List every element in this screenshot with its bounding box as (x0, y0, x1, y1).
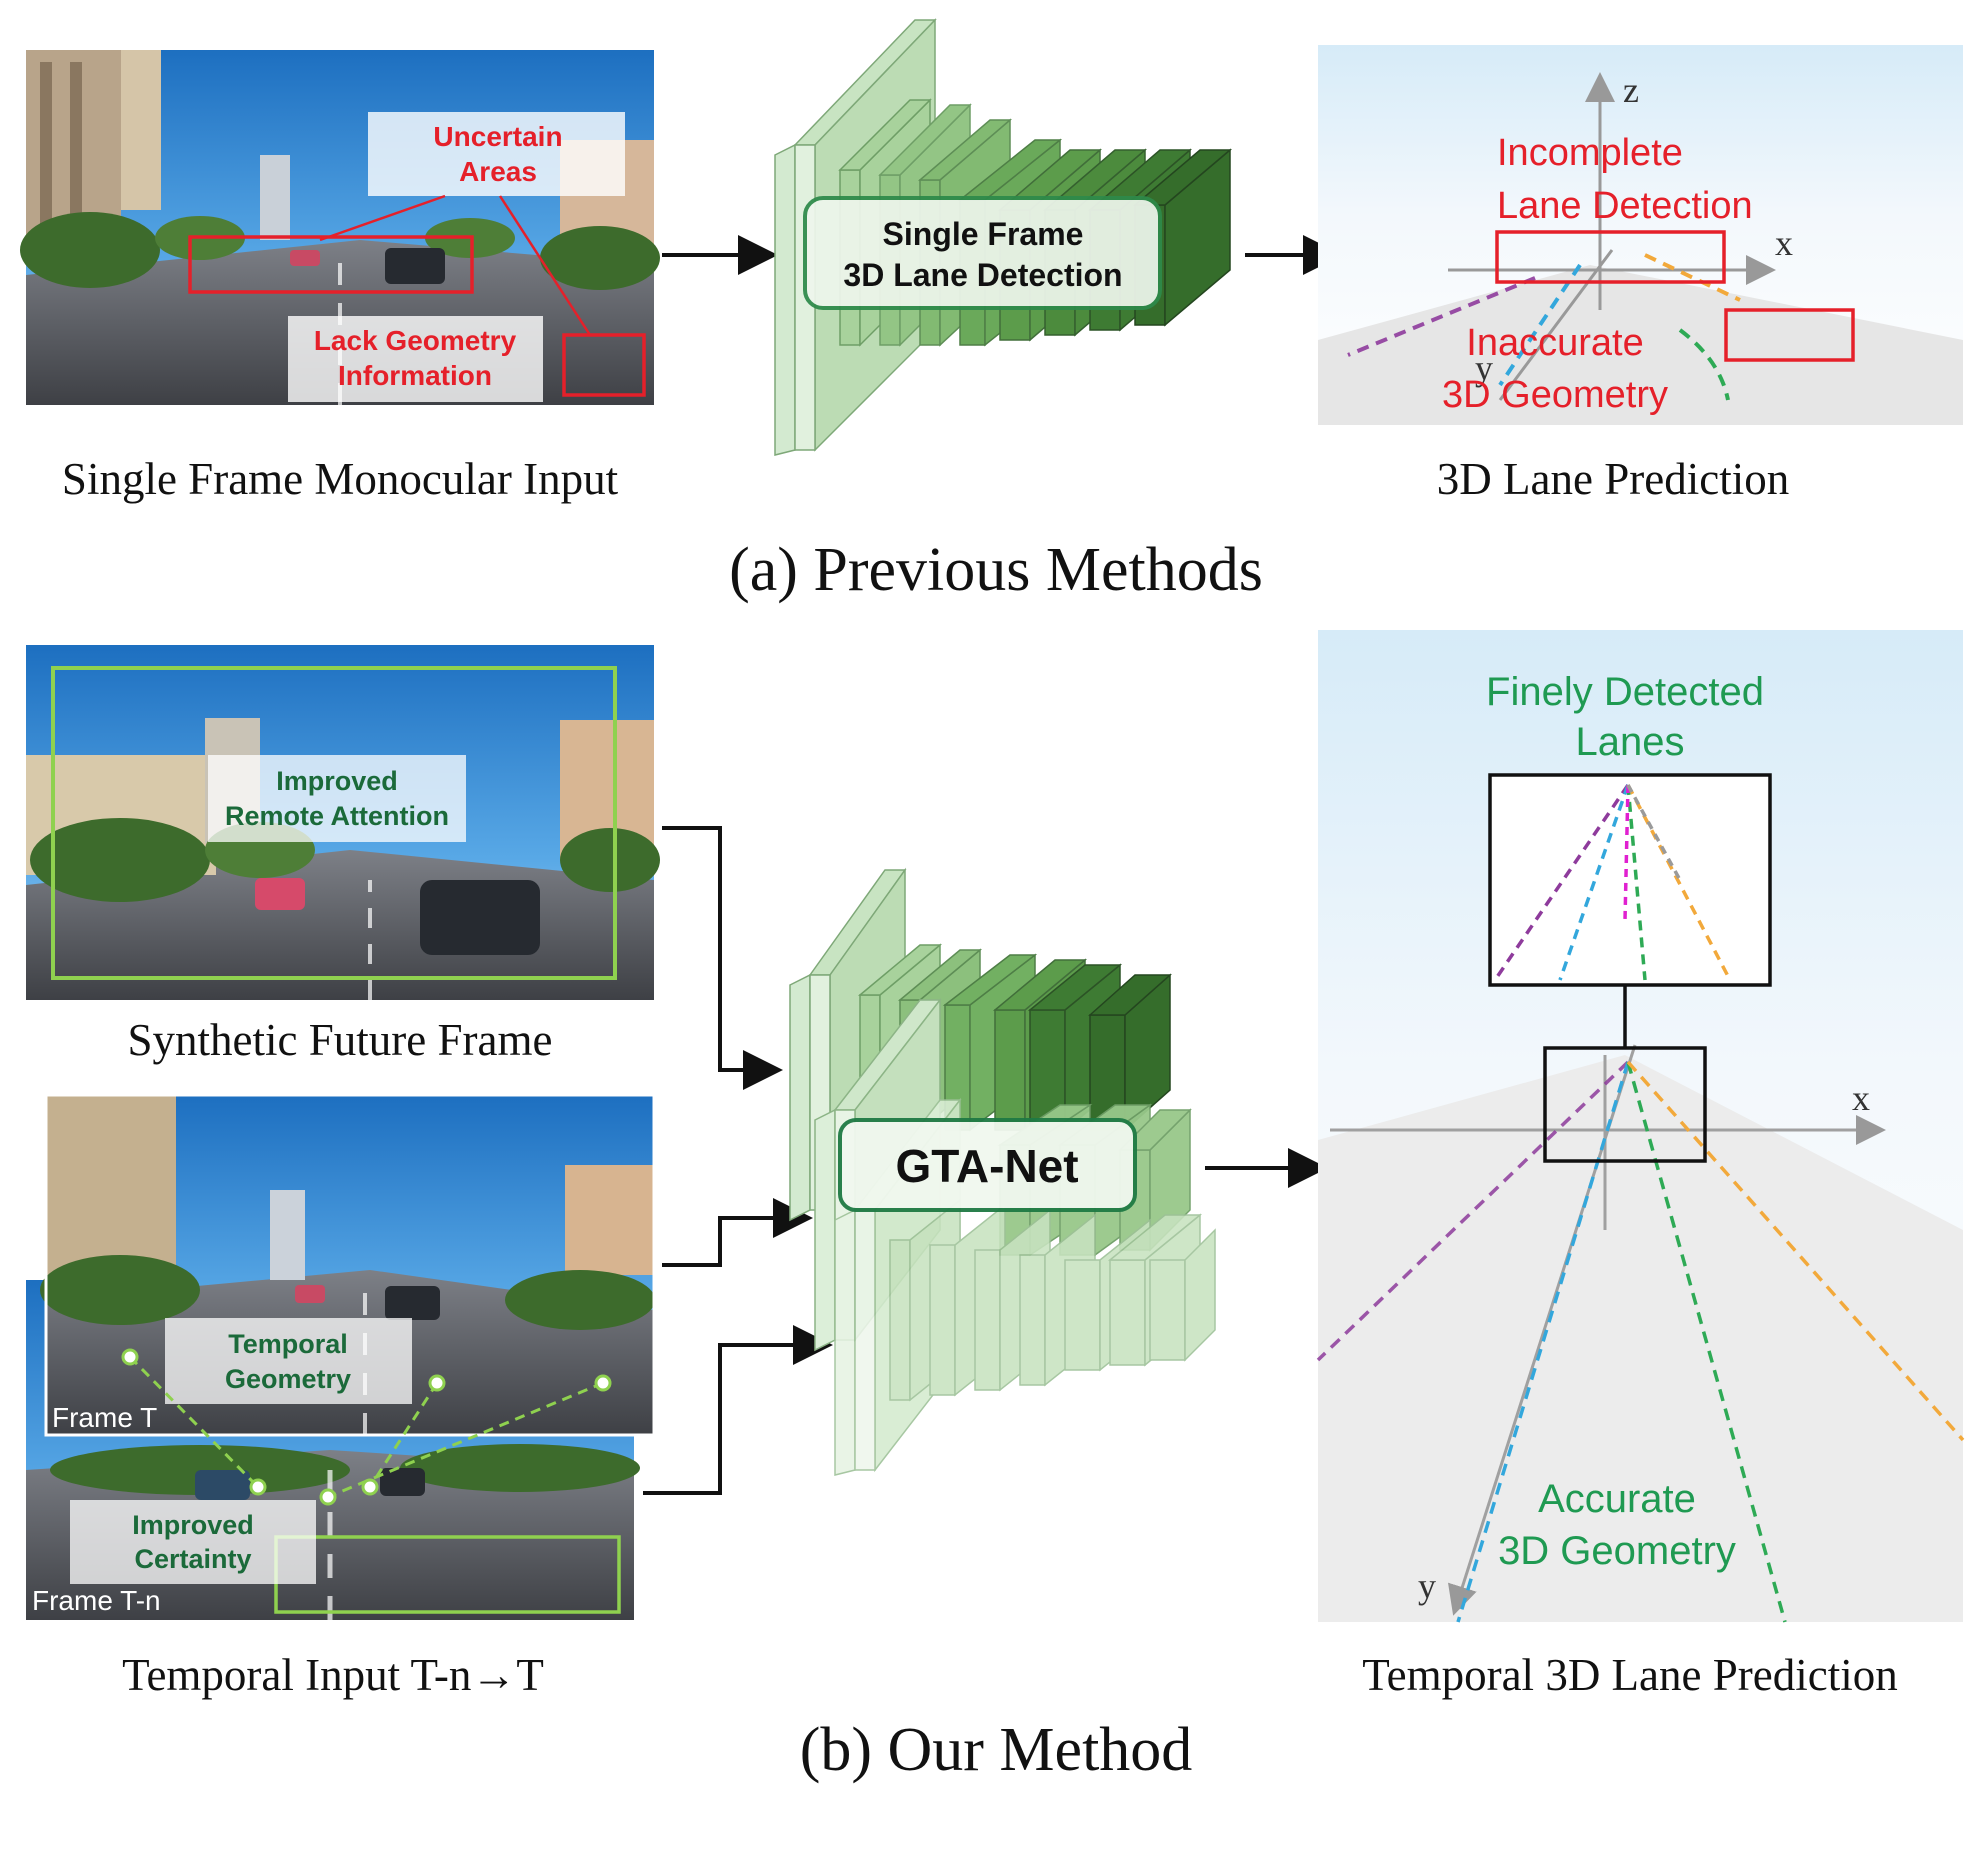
section-b-caption: (b) Our Method (800, 1716, 1193, 1784)
single-frame-input-caption: Single Frame Monocular Input (62, 454, 619, 504)
x-axis-b-label: x (1852, 1078, 1870, 1118)
lack-geometry-box (288, 316, 543, 402)
lack-geometry-label-line1: Lack Geometry (314, 325, 517, 356)
certainty-label-line2: Certainty (134, 1544, 251, 1574)
arrow-frame-t-n-to-network (643, 1325, 833, 1495)
lack-geometry-rectangle (562, 333, 646, 397)
incomplete-detection-label-line2: Lane Detection (1497, 185, 1753, 227)
remote-attention-label-line2: Remote Attention (225, 801, 449, 831)
uncertain-pointer-line-2 (498, 195, 592, 336)
inaccurate-geometry-label-line1: Inaccurate (1466, 322, 1643, 364)
output-3d-lane-panel-a (1318, 45, 1963, 425)
inaccurate-geometry-rectangle (1724, 308, 1855, 362)
uncertain-areas-box (368, 112, 625, 196)
section-a-caption: (a) Previous Methods (729, 536, 1263, 604)
accurate-geometry-label-line1: Accurate (1538, 1477, 1696, 1521)
incomplete-detection-rectangle (1495, 230, 1726, 284)
remote-attention-label-line1: Improved (276, 766, 398, 796)
y-axis-b-label: y (1418, 1566, 1436, 1606)
remote-attention-box (208, 755, 466, 842)
inaccurate-geometry-label-line2: 3D Geometry (1442, 374, 1668, 416)
output-3d-lane-panel-b (1316, 630, 1965, 1623)
lack-geometry-label-line2: Information (338, 360, 492, 391)
gta-net-label-box (838, 1118, 1137, 1212)
correspondence-points (121, 1348, 612, 1506)
temporal-geometry-label-line1: Temporal (228, 1329, 348, 1359)
z-axis-label: z (1623, 70, 1639, 110)
gta-net-label: GTA-Net (895, 1140, 1078, 1192)
uncertain-areas-label-line2: Areas (459, 156, 537, 187)
single-frame-network-label-box (803, 196, 1162, 310)
accurate-geometry-label-line2: 3D Geometry (1498, 1529, 1736, 1573)
future-frame-highlight (51, 666, 617, 980)
certainty-box (70, 1500, 316, 1584)
single-frame-network-label-line1: Single Frame (883, 216, 1084, 252)
temporal-geometry-label-line2: Geometry (225, 1364, 351, 1394)
uncertain-areas-label-line1: Uncertain (433, 121, 562, 152)
temporal-input-caption: Temporal Input T-n→T (122, 1650, 544, 1700)
future-frame-caption: Synthetic Future Frame (128, 1015, 553, 1065)
arrow-frame-t-to-network (662, 1198, 813, 1267)
output-a-caption: 3D Lane Prediction (1437, 454, 1789, 504)
finely-detected-label-line1: Finely Detected (1486, 670, 1764, 714)
output-b-caption: Temporal 3D Lane Prediction (1362, 1650, 1897, 1700)
y-axis-label: y (1475, 348, 1493, 388)
temporal-correspondence-lines (128, 1355, 604, 1499)
temporal-geometry-box (165, 1318, 412, 1404)
section-b: Improved Remote Attention Synthetic Futu… (26, 630, 1965, 1784)
frame-t-border (44, 1093, 656, 1437)
x-axis-label: x (1775, 223, 1793, 263)
frame-t-n-tag: Frame T-n (32, 1585, 161, 1616)
incomplete-detection-label-line1: Incomplete (1497, 132, 1683, 174)
arrow-future-to-network (662, 826, 783, 1090)
section-a: Uncertain Areas Lack Geometry Informatio… (20, 18, 1963, 604)
certainty-label-line1: Improved (132, 1510, 254, 1540)
y-axis (1498, 249, 1614, 401)
finely-detected-label-line2: Lanes (1576, 720, 1685, 764)
single-frame-network-label-line2: 3D Lane Detection (843, 257, 1122, 293)
frame-t-tag: Frame T (52, 1402, 157, 1433)
uncertain-pointer-line (319, 194, 446, 242)
